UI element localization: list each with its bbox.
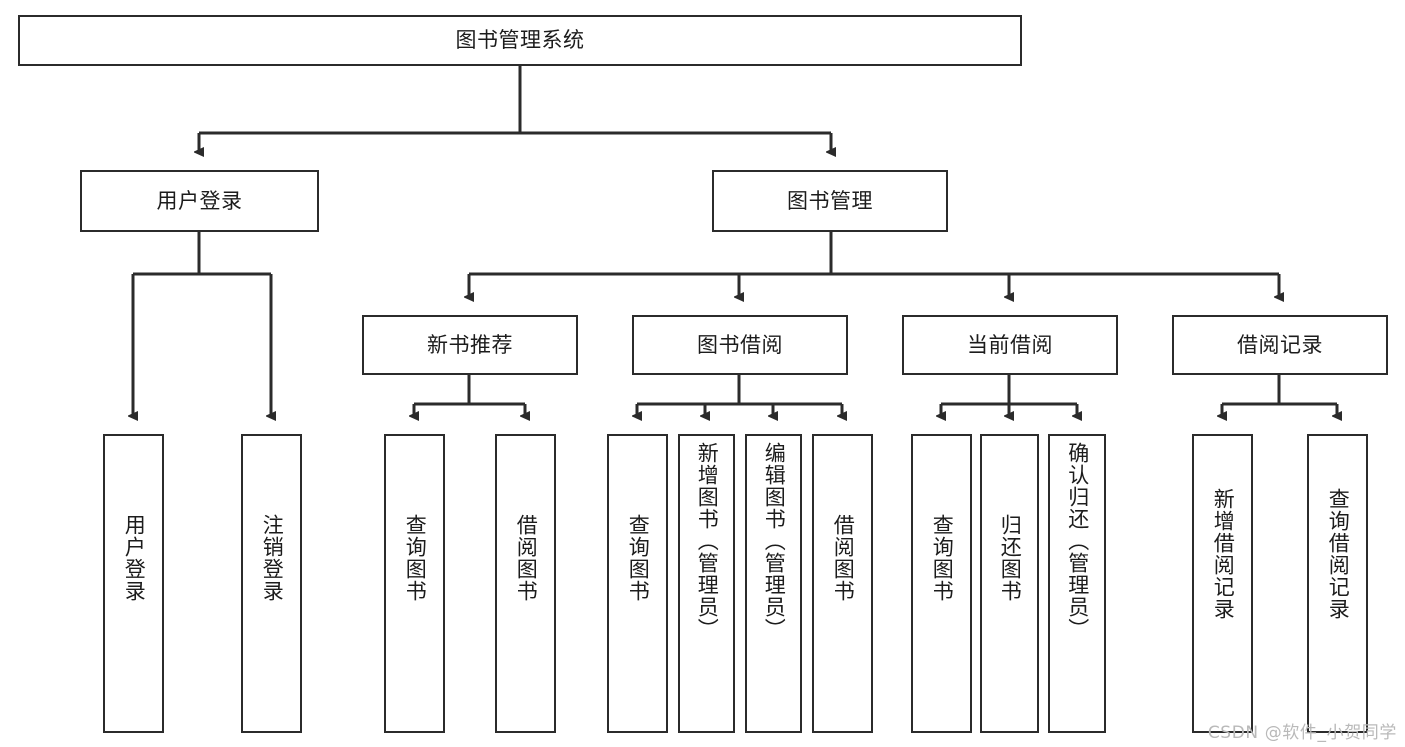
- node-leaf-query-borrow-record[interactable]: 查询借阅记录: [1307, 434, 1368, 733]
- node-label: 借阅记录: [1237, 332, 1323, 357]
- node-leaf-return-book[interactable]: 归还图书: [980, 434, 1039, 733]
- node-leaf-query-book-borrow[interactable]: 查询图书: [607, 434, 668, 733]
- node-label: 借阅图书: [514, 514, 539, 602]
- node-label: 图书借阅: [697, 332, 783, 357]
- node-label: 查询图书: [930, 514, 955, 602]
- node-root-book-management-system[interactable]: 图书管理系统: [18, 15, 1022, 66]
- node-label: 新书推荐: [427, 332, 513, 357]
- node-leaf-user-login[interactable]: 用户登录: [103, 434, 164, 733]
- node-label: 新增借阅记录: [1211, 488, 1236, 620]
- node-current-borrow[interactable]: 当前借阅: [902, 315, 1118, 375]
- node-label: 确认归还（管理员）: [1065, 442, 1090, 640]
- node-new-book-recommend[interactable]: 新书推荐: [362, 315, 578, 375]
- node-leaf-query-book-recommend[interactable]: 查询图书: [384, 434, 445, 733]
- node-label: 用户登录: [156, 188, 243, 213]
- node-leaf-edit-book-admin[interactable]: 编辑图书（管理员）: [745, 434, 802, 733]
- node-borrow-record[interactable]: 借阅记录: [1172, 315, 1388, 375]
- node-book-borrow[interactable]: 图书借阅: [632, 315, 848, 375]
- node-leaf-add-borrow-record[interactable]: 新增借阅记录: [1192, 434, 1253, 733]
- node-label: 借阅图书: [831, 514, 856, 602]
- node-label: 图书管理系统: [455, 28, 585, 53]
- node-label: 归还图书: [998, 514, 1023, 602]
- node-label: 编辑图书（管理员）: [762, 442, 787, 640]
- node-leaf-borrow-book-recommend[interactable]: 借阅图书: [495, 434, 556, 733]
- node-label: 用户登录: [122, 514, 147, 602]
- node-label: 查询图书: [403, 514, 428, 602]
- node-leaf-add-book-admin[interactable]: 新增图书（管理员）: [678, 434, 735, 733]
- node-label: 图书管理: [787, 188, 873, 213]
- node-user-login[interactable]: 用户登录: [80, 170, 319, 232]
- node-label: 注销登录: [260, 514, 285, 602]
- node-leaf-confirm-return-admin[interactable]: 确认归还（管理员）: [1048, 434, 1106, 733]
- node-label: 查询图书: [626, 514, 651, 602]
- node-leaf-query-book-current[interactable]: 查询图书: [911, 434, 972, 733]
- node-label: 新增图书（管理员）: [695, 442, 720, 640]
- node-leaf-logout[interactable]: 注销登录: [241, 434, 302, 733]
- node-label: 当前借阅: [967, 332, 1053, 357]
- node-book-management[interactable]: 图书管理: [712, 170, 948, 232]
- node-label: 查询借阅记录: [1326, 488, 1351, 620]
- node-leaf-borrow-book[interactable]: 借阅图书: [812, 434, 873, 733]
